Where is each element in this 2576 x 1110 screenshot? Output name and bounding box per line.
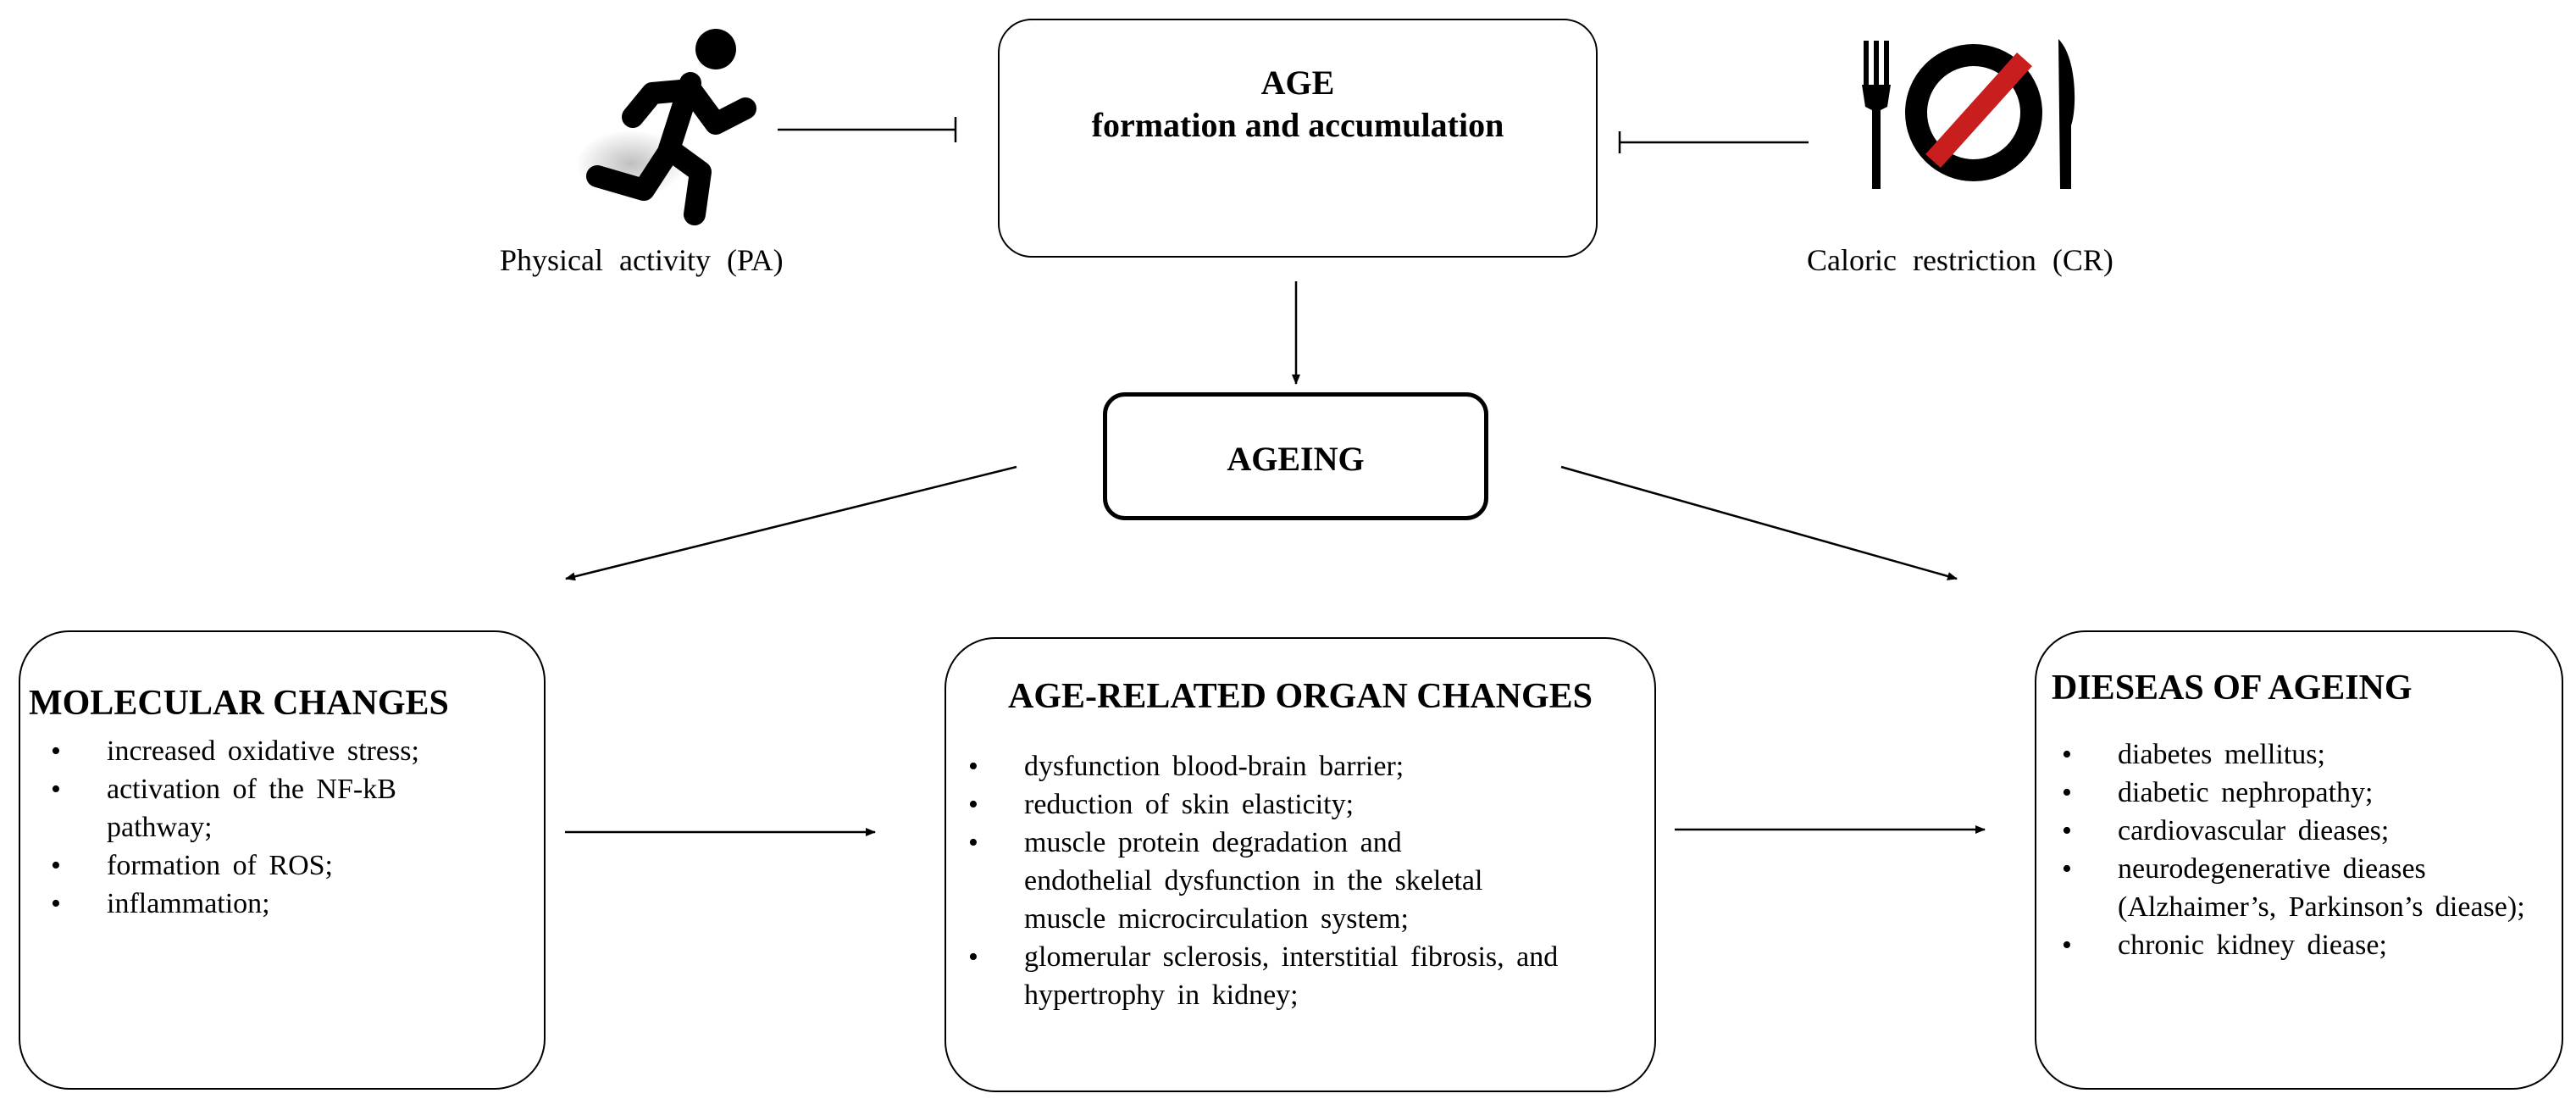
ageing-to-diseases-arrow bbox=[1560, 465, 1958, 580]
list-item: glomerular sclerosis, interstitial fibro… bbox=[955, 938, 1566, 1014]
list-item: inflammation; bbox=[37, 885, 529, 923]
diseases-of-ageing-list: diabetes mellitus; diabetic nephropathy;… bbox=[2048, 735, 2540, 964]
running-person-icon bbox=[572, 24, 775, 227]
age-box-subtitle: formation and accumulation bbox=[1091, 106, 1504, 144]
list-item: cardiovascular dieases; bbox=[2048, 812, 2540, 850]
list-item: activation of the NF-kB pathway; bbox=[37, 770, 429, 846]
physical-activity-caption: Physical activity (PA) bbox=[500, 243, 784, 277]
list-item: dysfunction blood-brain barrier; bbox=[955, 747, 1598, 785]
organ-changes-list: dysfunction blood-brain barrier; reducti… bbox=[955, 747, 1598, 1014]
list-item: diabetes mellitus; bbox=[2048, 735, 2540, 774]
ageing-label: AGEING bbox=[1227, 440, 1365, 478]
molecular-changes-box: MOLECULAR CHANGES increased oxidative st… bbox=[19, 630, 546, 1090]
list-item: formation of ROS; bbox=[37, 846, 529, 885]
list-item: increased oxidative stress; bbox=[37, 732, 529, 770]
age-box-title: AGE bbox=[1260, 64, 1335, 102]
list-item: muscle protein degradation and endotheli… bbox=[955, 824, 1532, 938]
list-item: neurodegenerative dieases (Alzhaimer’s, … bbox=[2048, 850, 2533, 926]
organ-changes-title: AGE-RELATED ORGAN CHANGES bbox=[1008, 677, 1593, 716]
diseases-of-ageing-title: DIESEAS OF AGEING bbox=[2052, 669, 2413, 708]
age-formation-box: AGE formation and accumulation bbox=[998, 19, 1598, 258]
molecular-changes-title: MOLECULAR CHANGES bbox=[29, 684, 449, 723]
caloric-restriction-caption: Caloric restriction (CR) bbox=[1807, 243, 2113, 277]
diseases-of-ageing-box: DIESEAS OF AGEING diabetes mellitus; dia… bbox=[2035, 630, 2563, 1090]
list-item: reduction of skin elasticity; bbox=[955, 785, 1598, 824]
molecular-changes-list: increased oxidative stress; activation o… bbox=[37, 732, 529, 923]
no-food-plate-icon bbox=[1855, 32, 2092, 193]
list-item: diabetic nephropathy; bbox=[2048, 774, 2540, 812]
list-item: chronic kidney diease; bbox=[2048, 926, 2540, 964]
organ-changes-box: AGE-RELATED ORGAN CHANGES dysfunction bl… bbox=[945, 637, 1656, 1092]
ageing-box: AGEING bbox=[1103, 392, 1488, 520]
ageing-to-molecular-arrow bbox=[565, 465, 1017, 581]
